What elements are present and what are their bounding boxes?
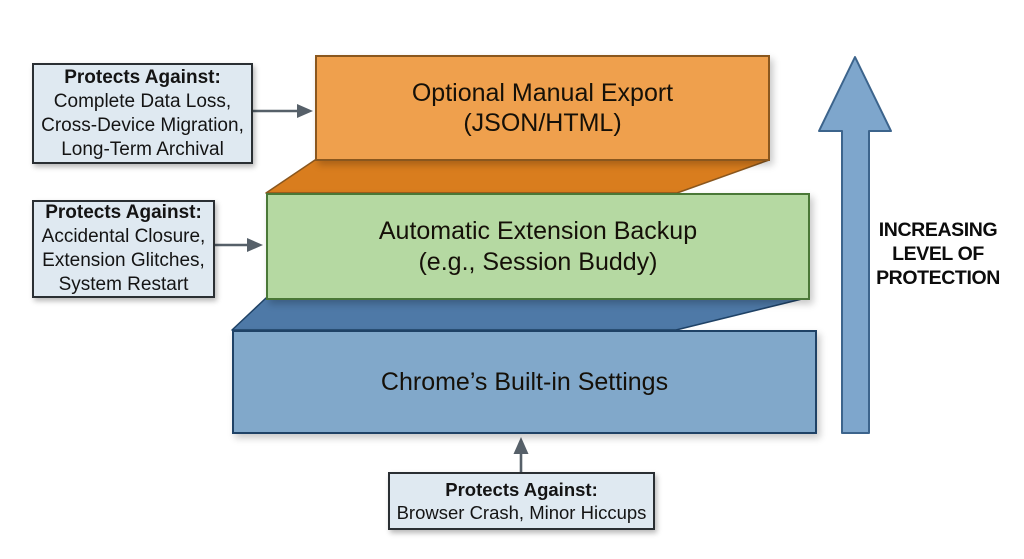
- callout-item: Long-Term Archival: [61, 138, 224, 160]
- connector-arrow-icon: [215, 238, 263, 252]
- axis-label-line: LEVEL OF: [892, 243, 984, 265]
- callout-item: Complete Data Loss,: [53, 90, 232, 112]
- protection-up-arrow-icon: [818, 56, 892, 434]
- callout-item: Cross-Device Migration,: [41, 114, 244, 136]
- callout-item: Accidental Closure,: [41, 226, 206, 247]
- connector-arrow-icon: [253, 104, 313, 118]
- layer-title-line: (e.g., Session Buddy): [418, 247, 658, 276]
- layer-title-line: (JSON/HTML): [463, 109, 622, 137]
- axis-label-line: INCREASING: [878, 219, 998, 241]
- layer-optional-manual-export: Optional Manual Export (JSON/HTML): [315, 55, 770, 161]
- callout-item: Browser Crash, Minor Hiccups: [396, 502, 647, 523]
- layer-title-line: Automatic Extension Backup: [378, 217, 698, 245]
- callout-heading: Protects Against:: [45, 202, 202, 223]
- increasing-protection-label: INCREASING LEVEL OF PROTECTION: [868, 218, 1008, 290]
- callout-extension-backup-protections: Protects Against: Accidental Closure, Ex…: [32, 200, 215, 298]
- blue-layer-fold: [231, 297, 807, 331]
- callout-manual-export-protections: Protects Against: Complete Data Loss, Cr…: [32, 63, 253, 164]
- orange-layer-fold: [265, 159, 770, 194]
- layer-chrome-built-in-settings: Chrome’s Built-in Settings: [232, 330, 817, 434]
- callout-heading: Protects Against:: [64, 66, 221, 88]
- layer-title-line: Chrome’s Built-in Settings: [380, 367, 669, 396]
- layer-title-line: Optional Manual Export: [411, 78, 674, 107]
- connector-arrow-icon: [513, 437, 529, 472]
- layer-automatic-extension-backup: Automatic Extension Backup (e.g., Sessio…: [266, 193, 810, 300]
- callout-item: System Restart: [58, 274, 189, 295]
- axis-label-line: PROTECTION: [876, 267, 1000, 289]
- callout-chrome-settings-protections: Protects Against: Browser Crash, Minor H…: [388, 472, 655, 530]
- callout-heading: Protects Against:: [445, 479, 598, 500]
- callout-item: Extension Glitches,: [42, 250, 205, 271]
